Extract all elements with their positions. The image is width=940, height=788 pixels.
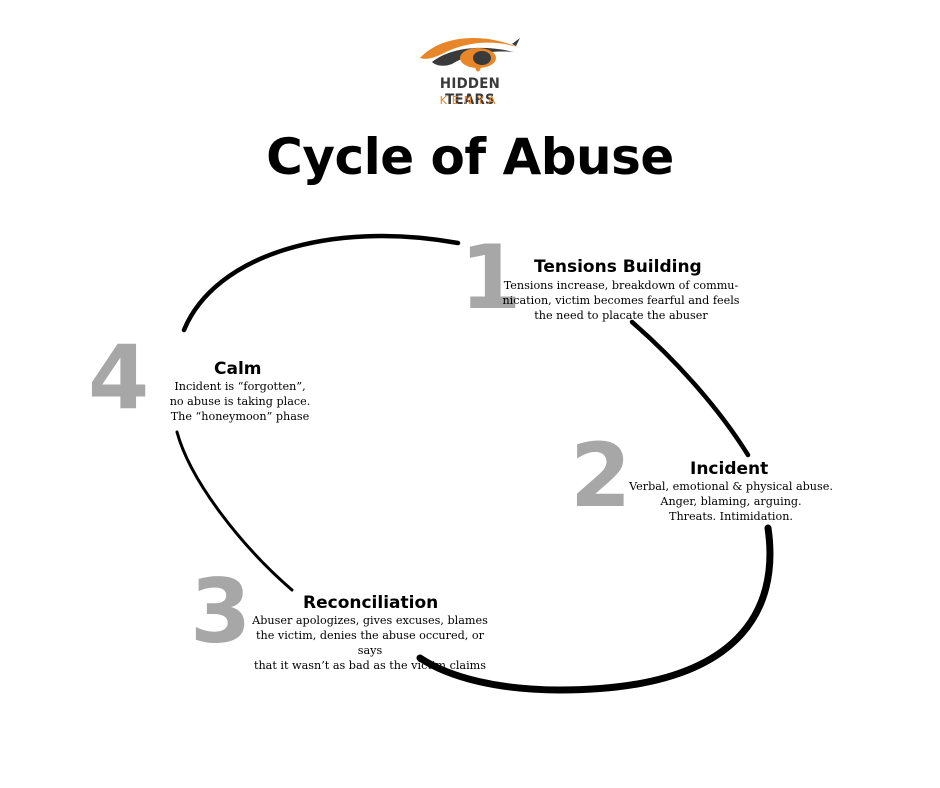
logo-name: HIDDEN TEARS bbox=[439, 76, 501, 108]
page-title: Cycle of Abuse bbox=[266, 128, 674, 186]
stage-2-description: Verbal, emotional & physical abuse. Ange… bbox=[629, 480, 833, 523]
arc-tensions-to-incident bbox=[629, 319, 751, 458]
logo: HIDDEN TEARS KENYA bbox=[412, 32, 528, 112]
stage-1-description: Tensions increase, breakdown of commu- n… bbox=[502, 279, 740, 322]
stage-4-title: Calm bbox=[214, 359, 262, 379]
stage-3-title: Reconciliation bbox=[303, 593, 439, 613]
eye-logo-icon bbox=[420, 37, 520, 72]
stage-1-title: Tensions Building bbox=[534, 257, 702, 277]
stage-3-number: 3 bbox=[190, 560, 252, 663]
stage-1-number: 1 bbox=[460, 226, 522, 329]
stage-4-number: 4 bbox=[88, 326, 150, 429]
stage-2-number: 2 bbox=[570, 424, 632, 527]
logo-subtitle: KENYA bbox=[439, 94, 501, 107]
stage-4-description: Incident is “forgotten”, no abuse is tak… bbox=[169, 380, 311, 423]
stage-2-title: Incident bbox=[690, 459, 769, 479]
stage-3-description: Abuser apologizes, gives excuses, blames… bbox=[252, 614, 488, 672]
arc-calm-to-tensions bbox=[181, 233, 461, 333]
arc-reconciliation-to-calm bbox=[175, 430, 294, 592]
arc-incident-to-reconciliation bbox=[416, 524, 774, 694]
